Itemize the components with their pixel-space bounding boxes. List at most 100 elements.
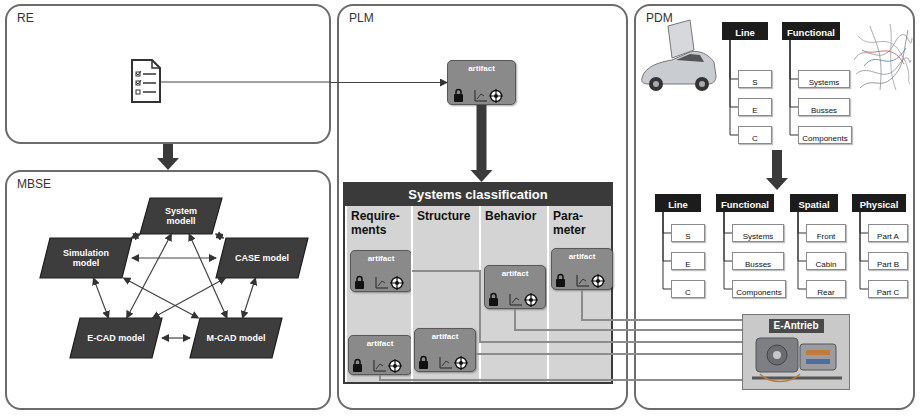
car-picture xyxy=(642,20,716,91)
tree-branch-line xyxy=(798,212,806,233)
tree-header-label: Functional xyxy=(787,24,835,42)
artifact-box: artifact xyxy=(447,60,516,105)
drawing-path xyxy=(152,60,160,68)
tree-item-label: Part C xyxy=(877,285,900,301)
drawing-use xyxy=(419,356,468,370)
artifact-icons xyxy=(353,89,605,373)
tree-item: E xyxy=(671,252,705,270)
drawing-path xyxy=(856,58,911,75)
wiring-picture xyxy=(854,24,912,90)
tree-item-label: Part B xyxy=(877,257,899,273)
drawing-rect xyxy=(136,81,140,85)
tree-item: Cabin xyxy=(806,252,846,270)
drawing-path xyxy=(676,54,704,62)
tree-item: C xyxy=(671,280,705,298)
tree-branch-line xyxy=(724,212,732,289)
artifact-label: artifact xyxy=(448,61,515,74)
drawing-path xyxy=(143,91,156,93)
tree-item: S xyxy=(671,224,705,242)
drawing-path xyxy=(760,374,800,382)
category-column: Para- meterartifact xyxy=(547,206,611,382)
model-link-arrow xyxy=(189,234,227,318)
tree-branch-line xyxy=(730,40,738,107)
category-column: Behaviorartifact xyxy=(479,206,547,382)
model-parallelogram: CASE model xyxy=(216,238,308,278)
model-parallelogram: E-CAD model xyxy=(70,318,162,358)
tree-header: Physical xyxy=(852,194,906,212)
tree-item-label: S xyxy=(752,75,757,91)
drawing-circle xyxy=(695,77,709,91)
drawing-circle xyxy=(649,77,663,91)
model-label: Simulation model xyxy=(52,248,120,269)
model-parallelogram: System modell xyxy=(140,198,222,234)
tree-branch-line xyxy=(724,212,732,261)
artifact-box: artifact xyxy=(350,250,412,292)
drawing-path xyxy=(143,73,156,75)
tree-item: Busses xyxy=(798,98,850,116)
artifact-label: artifact xyxy=(415,329,475,342)
model-label: CASE model xyxy=(235,253,289,263)
drawing-path xyxy=(890,24,896,90)
tree-branch-line xyxy=(860,212,868,233)
tree-item: S xyxy=(738,70,772,88)
artifact-label: artifact xyxy=(552,249,612,262)
drawing-path xyxy=(864,48,906,66)
parallelogram-shape xyxy=(40,238,132,278)
tree-item: Components xyxy=(798,126,852,144)
model-link-arrow xyxy=(124,278,199,318)
tree-branch-line xyxy=(730,40,738,135)
tree-item: E xyxy=(738,98,772,116)
drawing-path xyxy=(858,36,910,84)
column-heading: Require- ments xyxy=(347,206,411,237)
tree-item: Systems xyxy=(798,70,850,88)
parallelogram-shape xyxy=(190,318,282,358)
panel-region: RE xyxy=(5,4,331,144)
tree-header-label: Line xyxy=(668,196,688,214)
drawing-rect xyxy=(806,359,830,364)
drawing-rect xyxy=(800,344,836,370)
model-link-arrow xyxy=(243,278,256,318)
tree-header: Spatial xyxy=(790,194,838,212)
document-link-line xyxy=(161,81,331,82)
tree-item-label: C xyxy=(752,131,758,147)
tree-branch-line xyxy=(724,212,732,233)
model-parallelogram: Simulation model xyxy=(40,238,132,278)
trace-link-line xyxy=(476,353,742,355)
drawing-circle xyxy=(773,351,781,359)
tree-branch-line xyxy=(663,212,671,261)
trace-link-line xyxy=(412,271,742,342)
panel-region: PLMartifactSystems classificationRequire… xyxy=(337,4,628,410)
thick-flow-arrow xyxy=(157,144,179,170)
model-link-arrow xyxy=(131,234,140,238)
panel-title: PDM xyxy=(646,11,673,25)
model-parallelogram: M-CAD model xyxy=(190,318,282,358)
drawing-path xyxy=(862,50,904,64)
category-column: Require- ments artifact artifact xyxy=(345,206,411,382)
tree-item: Rear xyxy=(806,280,846,298)
artifact-box: artifact xyxy=(348,335,412,375)
artifact-box: artifact xyxy=(551,248,613,290)
tree-header: Functional xyxy=(782,22,840,40)
drawing-rect xyxy=(756,338,798,372)
tree-item-label: Systems xyxy=(809,75,840,91)
drawing-use xyxy=(353,359,402,373)
tree-item-label: Part A xyxy=(877,229,899,245)
drawing-path xyxy=(642,51,716,84)
drawing-path xyxy=(860,30,908,88)
model-label: E-CAD model xyxy=(87,333,145,343)
panel-title: MBSE xyxy=(17,177,51,191)
drawing-path xyxy=(136,71,141,84)
drawing-path xyxy=(668,20,694,58)
tree-header-label: Functional xyxy=(721,196,769,214)
category-column: Structureartifact xyxy=(411,206,479,382)
drawing-path xyxy=(143,82,156,84)
tree-item: Front xyxy=(806,224,846,242)
tree-item-label: S xyxy=(685,229,690,245)
drawing-use xyxy=(556,274,605,288)
tree-header: Line xyxy=(655,194,701,212)
panel-region: PDMLineSECFunctionalSystemsBussesCompone… xyxy=(634,4,915,410)
component-label: E-Antrieb xyxy=(769,319,824,333)
tree-item-label: Cabin xyxy=(816,257,837,273)
model-link-arrow xyxy=(216,234,224,238)
